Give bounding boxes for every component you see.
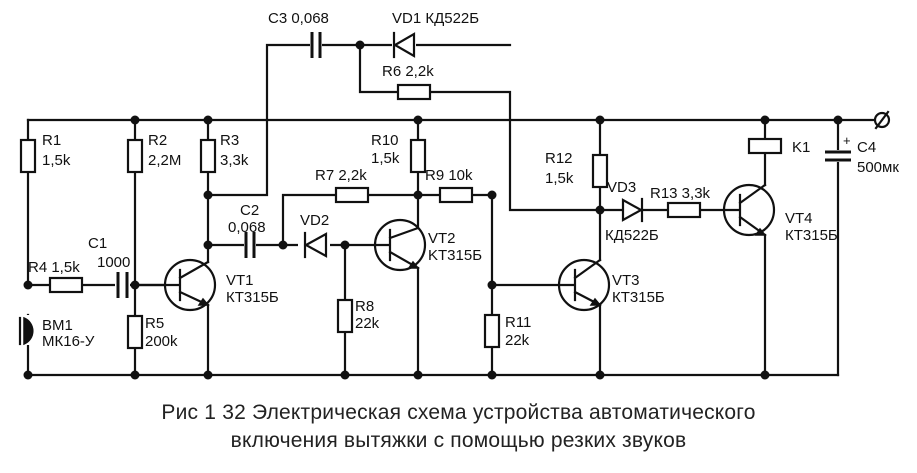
- resistor-r12: [591, 153, 609, 189]
- diode-vd2: [298, 231, 330, 259]
- label-r13: R13 3,3k: [650, 185, 711, 202]
- label-r11-value: 22k: [505, 332, 530, 349]
- label-r12-value: 1,5k: [545, 170, 574, 187]
- label-r11-name: R11: [505, 314, 531, 331]
- resistor-r13: [666, 201, 702, 219]
- resistor-r7: [334, 186, 370, 204]
- label-bm1-name: BM1: [42, 317, 73, 334]
- label-vd2: VD2: [300, 212, 329, 229]
- resistor-r4: [48, 276, 84, 294]
- label-vt1-name: VT1: [226, 272, 254, 289]
- resistor-r11: [483, 313, 501, 349]
- label-vt1-type: КТ315Б: [226, 289, 279, 306]
- label-r12-name: R12: [545, 150, 573, 167]
- transistor-vt3: [557, 258, 611, 312]
- label-vt3-name: VT3: [612, 272, 640, 289]
- label-vt2-name: VT2: [428, 230, 456, 247]
- label-r10-value: 1,5k: [371, 150, 400, 167]
- label-c3: C3 0,068: [268, 10, 329, 27]
- transistor-vt2: [373, 218, 427, 272]
- label-c1-name: C1: [88, 235, 107, 252]
- label-c2-value: 0,068: [228, 219, 266, 236]
- label-c4-name: C4: [857, 139, 876, 156]
- label-r5-value: 200k: [145, 333, 178, 350]
- label-r7: R7 2,2k: [315, 167, 367, 184]
- label-r9: R9 10k: [425, 167, 473, 184]
- label-r8-name: R8: [355, 298, 374, 315]
- label-r6: R6 2,2k: [382, 63, 434, 80]
- supply-terminal-slash: [874, 110, 890, 130]
- label-vd3-type: КД522Б: [605, 227, 659, 244]
- transistor-vt4: [722, 183, 776, 237]
- capacitor-c3: [310, 32, 322, 58]
- label-r3-value: 3,3k: [220, 152, 249, 169]
- label-c1-value: 1000: [97, 254, 130, 271]
- diode-vd3: [621, 197, 644, 223]
- resistor-r8: [336, 298, 354, 334]
- label-k1: K1: [792, 139, 810, 156]
- capacitor-c2: [244, 232, 256, 258]
- label-vt4-type: КТ315Б: [785, 227, 838, 244]
- label-r1-name: R1: [42, 132, 61, 149]
- junction-dots: [23, 40, 843, 380]
- label-r2-value: 2,2M: [148, 152, 181, 169]
- label-c2-name: C2: [240, 202, 259, 219]
- label-vt3-type: КТ315Б: [612, 289, 665, 306]
- label-r8-value: 22k: [355, 315, 380, 332]
- resistor-r10: [409, 138, 427, 174]
- label-vd3: VD3: [607, 179, 636, 196]
- label-r2-name: R2: [148, 132, 167, 149]
- resistor-r2: [126, 138, 144, 174]
- label-r3-name: R3: [220, 132, 239, 149]
- label-vt4-name: VT4: [785, 210, 813, 227]
- transistor-vt1: [163, 258, 217, 312]
- label-vt2-type: KT315Б: [428, 247, 482, 264]
- figure-caption-line-2: включения вытяжки с помощью резких звуко…: [230, 429, 687, 452]
- resistor-r6: [396, 83, 432, 101]
- component-labels: C3 0,068 VD1 КД522Б R6 2,2k R1 1,5k R2 2…: [28, 10, 899, 350]
- resistor-r5: [126, 314, 144, 350]
- capacitor-c1: [115, 272, 130, 298]
- figure-caption-line-1: Рис 1 32 Электрическая схема устройства …: [161, 401, 756, 424]
- capacitor-c4: [824, 150, 852, 162]
- label-c4-value: 500мк: [857, 159, 899, 176]
- label-c4-plus: +: [843, 133, 851, 148]
- resistor-r1: [19, 138, 37, 174]
- label-r1-value: 1,5k: [42, 152, 71, 169]
- label-bm1-type: МК16-У: [42, 333, 95, 350]
- diode-vd1: [392, 31, 416, 59]
- resistor-r3: [199, 138, 217, 174]
- label-r5-name: R5: [145, 315, 164, 332]
- label-r4: R4 1,5k: [28, 259, 80, 276]
- label-vd1: VD1 КД522Б: [392, 10, 479, 27]
- relay-k1: [747, 137, 783, 155]
- resistor-r9: [438, 186, 474, 204]
- label-r10-name: R10: [371, 132, 399, 149]
- microphone-bm1: [18, 315, 38, 346]
